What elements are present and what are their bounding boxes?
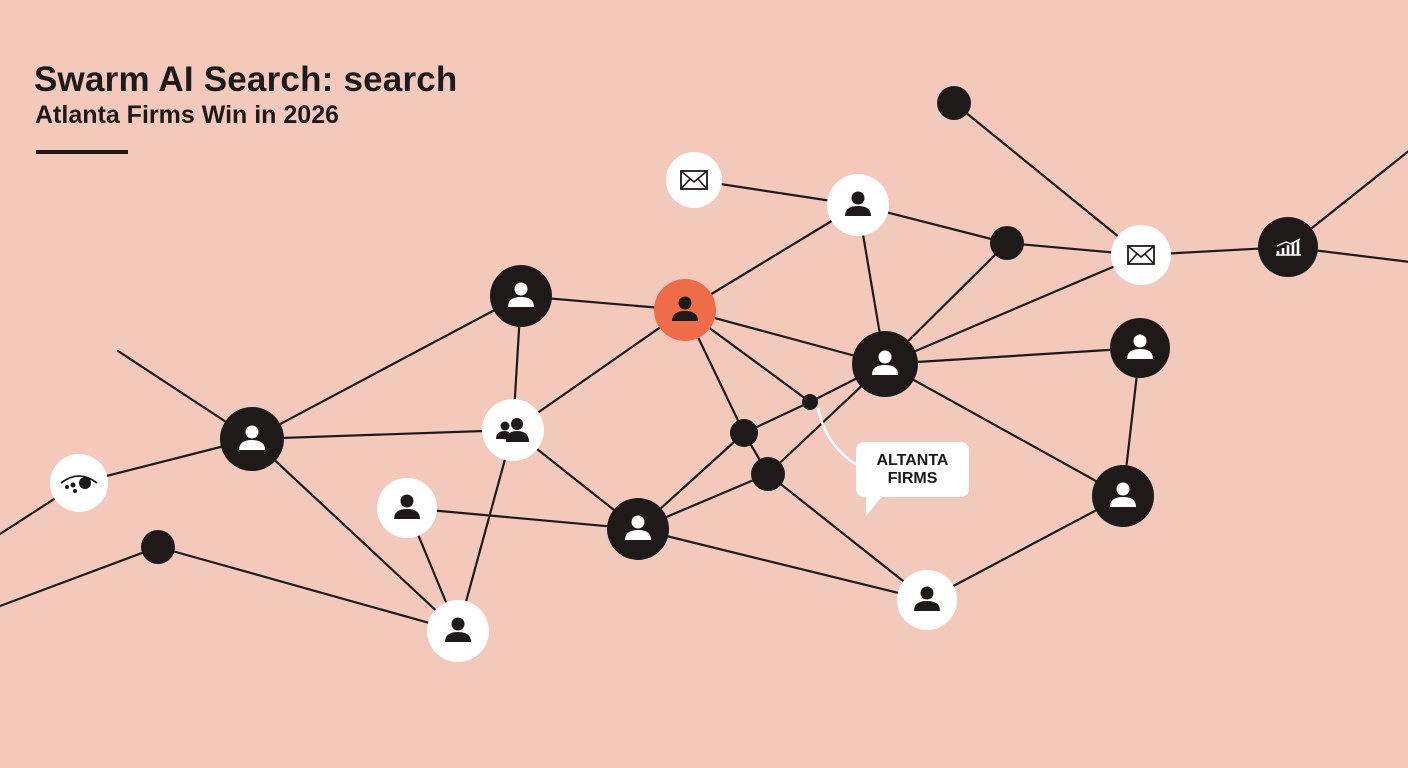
network-node (490, 265, 552, 327)
edge-line (250, 437, 460, 633)
node-circle (990, 226, 1024, 260)
node-circle (220, 407, 284, 471)
node-circle (751, 457, 785, 491)
network-node (1110, 318, 1170, 378)
node-circle (482, 399, 544, 461)
edge-line (952, 101, 1143, 257)
network-node (482, 399, 544, 461)
network-node (666, 152, 722, 208)
network-node (377, 478, 437, 538)
junction-node (802, 394, 818, 410)
person-icon (625, 515, 651, 540)
network-node (50, 454, 108, 512)
junction-node (990, 226, 1024, 260)
envelope-icon (1127, 245, 1155, 265)
node-circle (1092, 465, 1154, 527)
person-icon (445, 617, 471, 642)
junction-node (730, 419, 758, 447)
node-circle (1110, 318, 1170, 378)
edge-line (925, 494, 1125, 602)
callout-pointer (816, 407, 863, 470)
node-circle (937, 86, 971, 120)
network-node (427, 600, 489, 662)
network-node (607, 498, 669, 560)
node-circle (141, 530, 175, 564)
node-circle (427, 600, 489, 662)
person-icon (672, 296, 698, 321)
node-circle (607, 498, 669, 560)
edge-line (405, 506, 640, 531)
edge-line (636, 527, 929, 602)
junction-node (751, 457, 785, 491)
network-node (897, 570, 957, 630)
edge-line (766, 472, 929, 602)
callout-tail (866, 494, 884, 516)
page-title: Swarm AI Search: search (34, 60, 458, 99)
page-subtitle: Atlanta Firms Win in 2026 (35, 101, 340, 129)
person-icon (872, 350, 898, 375)
node-circle (654, 279, 716, 341)
edge-line (456, 428, 515, 633)
junction-node (141, 530, 175, 564)
callout-label: ALTANTA FIRMS (856, 442, 969, 497)
edge-line (0, 545, 160, 608)
edge-line (250, 428, 515, 441)
bar-chart-icon (1276, 238, 1301, 256)
node-circle (666, 152, 722, 208)
group-icon (496, 418, 529, 442)
network-node (1258, 217, 1318, 277)
edge-line (250, 294, 523, 441)
edge-line (683, 308, 887, 366)
junction-node (937, 86, 971, 120)
title-underline (36, 150, 128, 154)
node-circle (490, 265, 552, 327)
edge-line (156, 545, 460, 633)
network-node (1092, 465, 1154, 527)
edge-line (511, 308, 687, 432)
person-icon (845, 191, 871, 216)
node-circle (802, 394, 818, 410)
person-icon (394, 494, 420, 519)
node-circle (827, 174, 889, 236)
edge-line (883, 362, 1125, 498)
person-icon (1110, 482, 1136, 507)
network-node (220, 407, 284, 471)
person-icon (914, 586, 940, 611)
network-node (1111, 225, 1171, 285)
edge-line (683, 203, 860, 312)
node-circle (730, 419, 758, 447)
nodes-layer (50, 86, 1318, 662)
person-icon (508, 282, 534, 307)
edge-line (883, 253, 1143, 366)
person-icon (1127, 334, 1153, 359)
node-circle (377, 478, 437, 538)
person-icon (239, 425, 265, 450)
node-circle (1111, 225, 1171, 285)
edge-line (883, 346, 1142, 366)
envelope-icon (680, 170, 708, 190)
network-node (827, 174, 889, 236)
eye-icon (60, 475, 98, 493)
network-node (654, 279, 716, 341)
node-circle (897, 570, 957, 630)
node-circle (852, 331, 918, 397)
network-node (852, 331, 918, 397)
